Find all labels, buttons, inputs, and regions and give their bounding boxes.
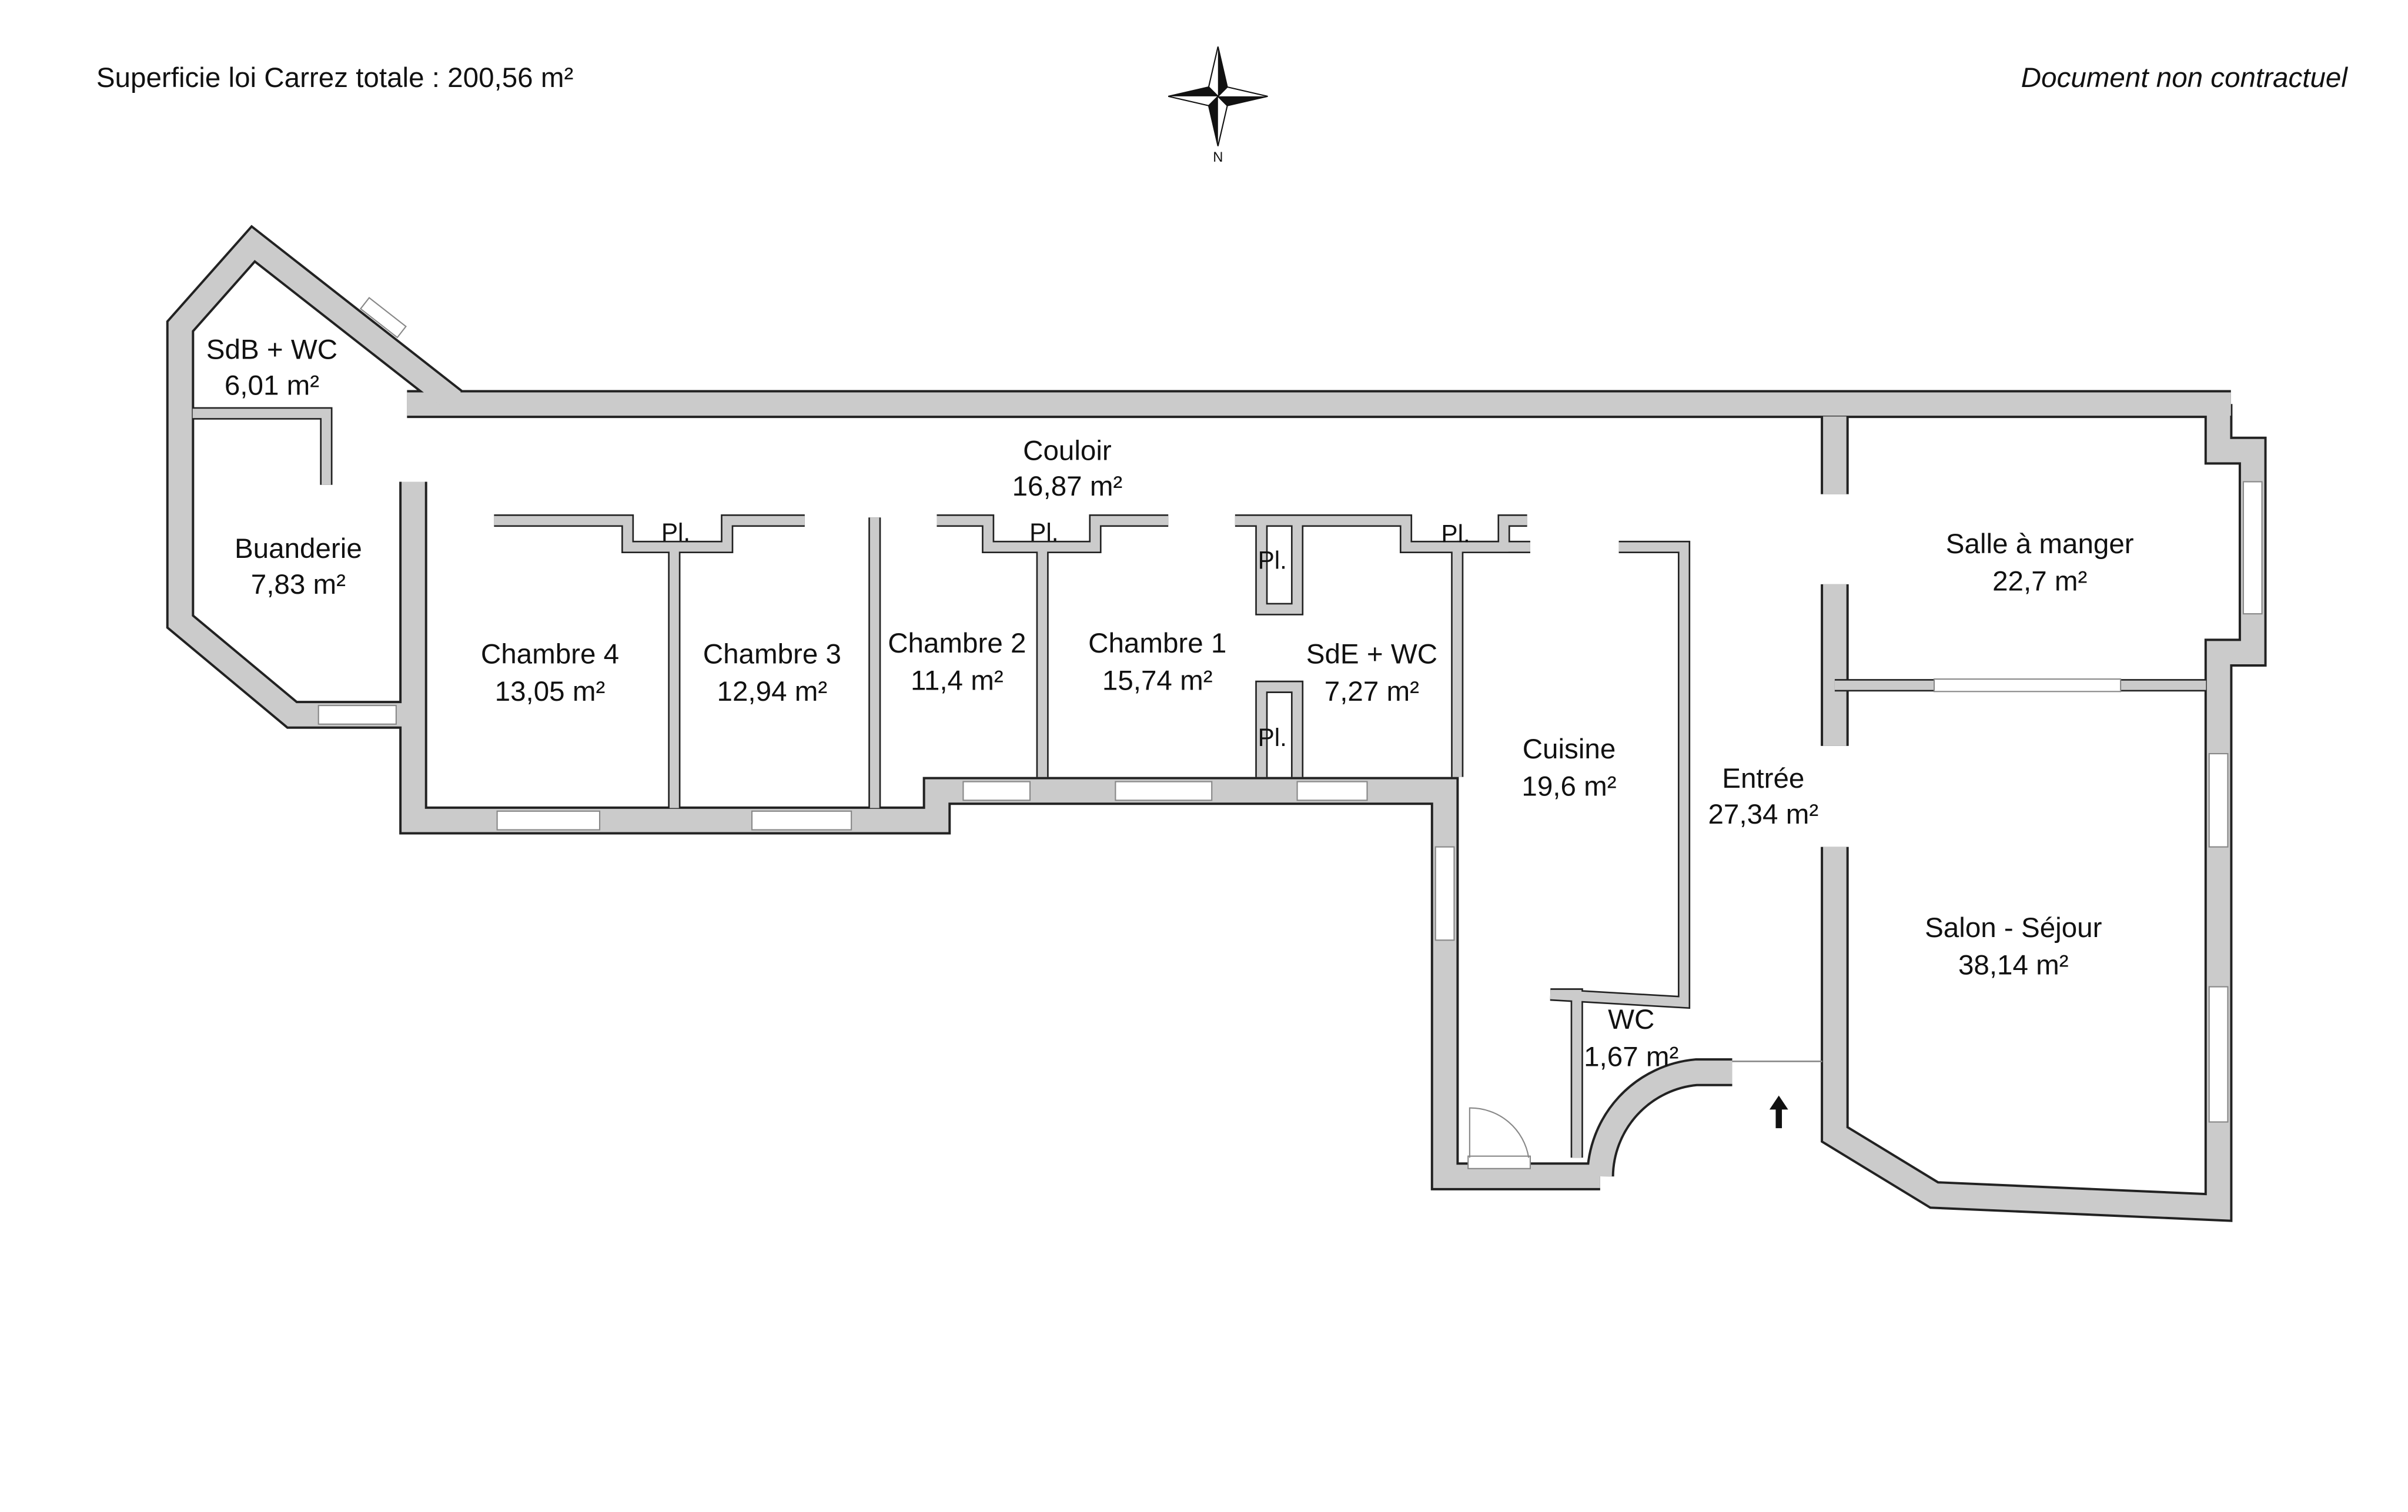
room-area: 38,14 m² [1958,949,2069,981]
room-name: Salle à manger [1946,528,2134,560]
room-name: Chambre 3 [703,639,841,670]
closet-label: Pl. [661,519,690,546]
entry-arrow-icon [1769,1095,1788,1129]
room-labels: SdB + WC 6,01 m² Buanderie 7,83 m² Chamb… [206,334,2134,1073]
room-area: 15,74 m² [1102,665,1213,697]
total-area-label: Superficie loi Carrez totale : 200,56 m² [96,62,573,93]
window [2208,752,2229,848]
room-name: Couloir [1023,435,1112,466]
room-area: 6,01 m² [225,370,319,401]
room-name: SdB + WC [206,334,337,366]
room-area: 16,87 m² [1012,471,1123,502]
closet-label: Pl. [1258,546,1287,574]
disclaimer-label: Document non contractuel [2021,62,2349,93]
sliding-door [1933,678,2122,693]
room-area: 27,34 m² [1708,799,1818,830]
room-area: 7,83 m² [251,569,346,600]
room-area: 12,94 m² [717,676,828,707]
closet-label: Pl. [1441,520,1470,548]
closet-label: Pl. [1258,724,1287,751]
closet-label: Pl. [1029,519,1058,546]
exterior-walls [166,225,2267,1222]
windows [317,297,2263,1169]
room-area: 7,27 m² [1325,676,1419,707]
window [751,810,852,831]
window [1296,781,1368,801]
window [1115,781,1213,801]
room-name: Salon - Séjour [1925,912,2102,944]
room-name: Buanderie [235,533,362,564]
window [1434,846,1455,941]
room-name: WC [1608,1004,1654,1035]
compass-icon: N [1168,46,1268,165]
closet-labels: Pl. Pl. Pl. Pl. Pl. [661,519,1470,751]
room-name: Chambre 1 [1088,628,1226,659]
compass-north-label: N [1213,149,1223,165]
room-name: SdE + WC [1306,639,1437,670]
room-area: 1,67 m² [1584,1041,1678,1072]
window [496,810,601,831]
room-area: 22,7 m² [1992,566,2087,597]
room-area: 13,05 m² [495,676,606,707]
room-name: Cuisine [1523,734,1616,765]
room-name: Chambre 4 [481,639,619,670]
window [359,297,407,339]
room-area: 11,4 m² [911,665,1004,697]
door-swing [1469,1107,1530,1158]
room-name: Chambre 2 [888,628,1026,659]
room-area: 19,6 m² [1521,771,1616,802]
window [2242,481,2263,615]
window [317,705,397,725]
window [2208,986,2229,1123]
window [962,781,1031,801]
room-name: Entrée [1722,763,1804,794]
window [1467,1155,1531,1169]
